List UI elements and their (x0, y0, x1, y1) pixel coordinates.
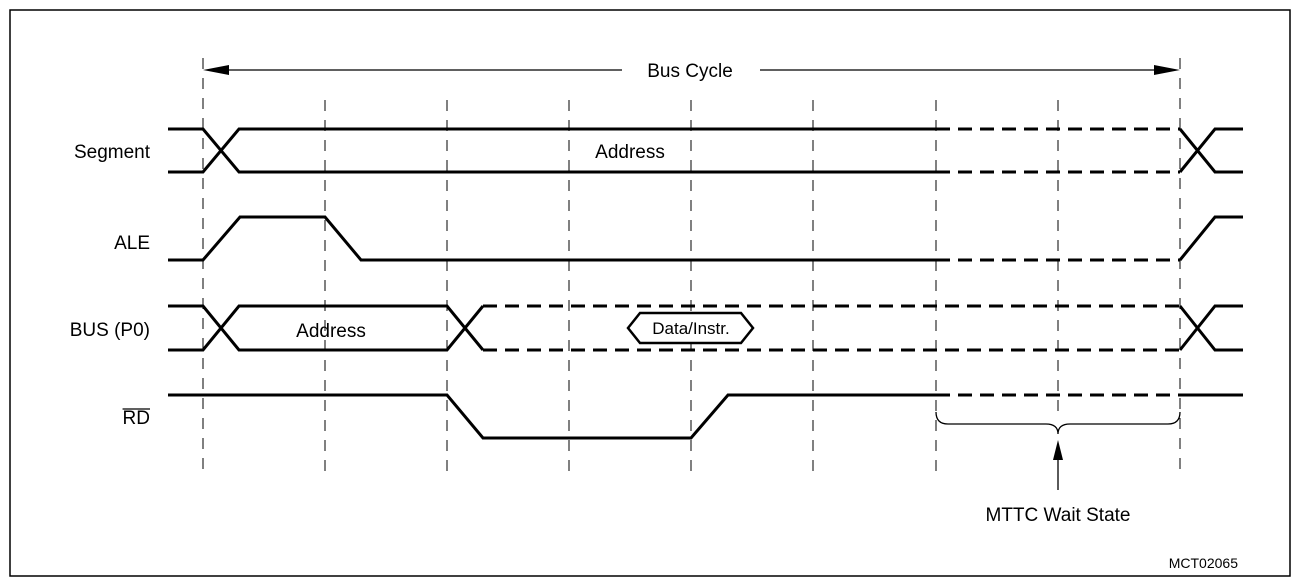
wait-state-label: MTTC Wait State (986, 505, 1131, 526)
time-grid (202, 58, 1181, 478)
bus-line-b (168, 304, 485, 352)
wait-state-brace (935, 411, 1181, 435)
signal-label-rd: RD (123, 408, 150, 429)
rd-waveform (168, 393, 1243, 440)
wait-state-arrow-head (1053, 440, 1063, 460)
signal-label-bus: BUS (P0) (70, 320, 150, 341)
ale-waveform (168, 215, 1243, 262)
bus-end-cross-a (1178, 305, 1243, 352)
bus-cycle-arrow: Bus Cycle (203, 61, 1180, 82)
segment-high-line (168, 127, 936, 174)
segment-low-line (168, 127, 936, 174)
rd-line (168, 393, 936, 440)
segment-value-address: Address (595, 142, 665, 163)
bus-line-a (168, 304, 485, 352)
bus-waveform: Data/Instr. Address (168, 304, 1243, 352)
bus-end-cross-b (1178, 304, 1243, 351)
segment-end-cross-a (1178, 128, 1243, 174)
segment-waveform: Address (168, 127, 1243, 174)
signal-label-segment: Segment (74, 142, 151, 163)
ale-line (168, 215, 936, 262)
ale-rise-end (1178, 215, 1243, 261)
arrow-head-left (203, 65, 229, 75)
figure-frame (9, 9, 1291, 577)
bus-value-address: Address (296, 321, 366, 342)
segment-end-cross-b (1178, 127, 1243, 173)
arrow-head-right (1154, 65, 1180, 75)
bus-value-data: Data/Instr. (652, 319, 729, 338)
figure-id: MCT02065 (1169, 555, 1238, 571)
bus-cycle-label: Bus Cycle (647, 61, 733, 82)
signal-label-ale: ALE (114, 233, 150, 254)
bus-data-window (626, 311, 755, 345)
wait-state-annotation: MTTC Wait State (935, 411, 1181, 526)
